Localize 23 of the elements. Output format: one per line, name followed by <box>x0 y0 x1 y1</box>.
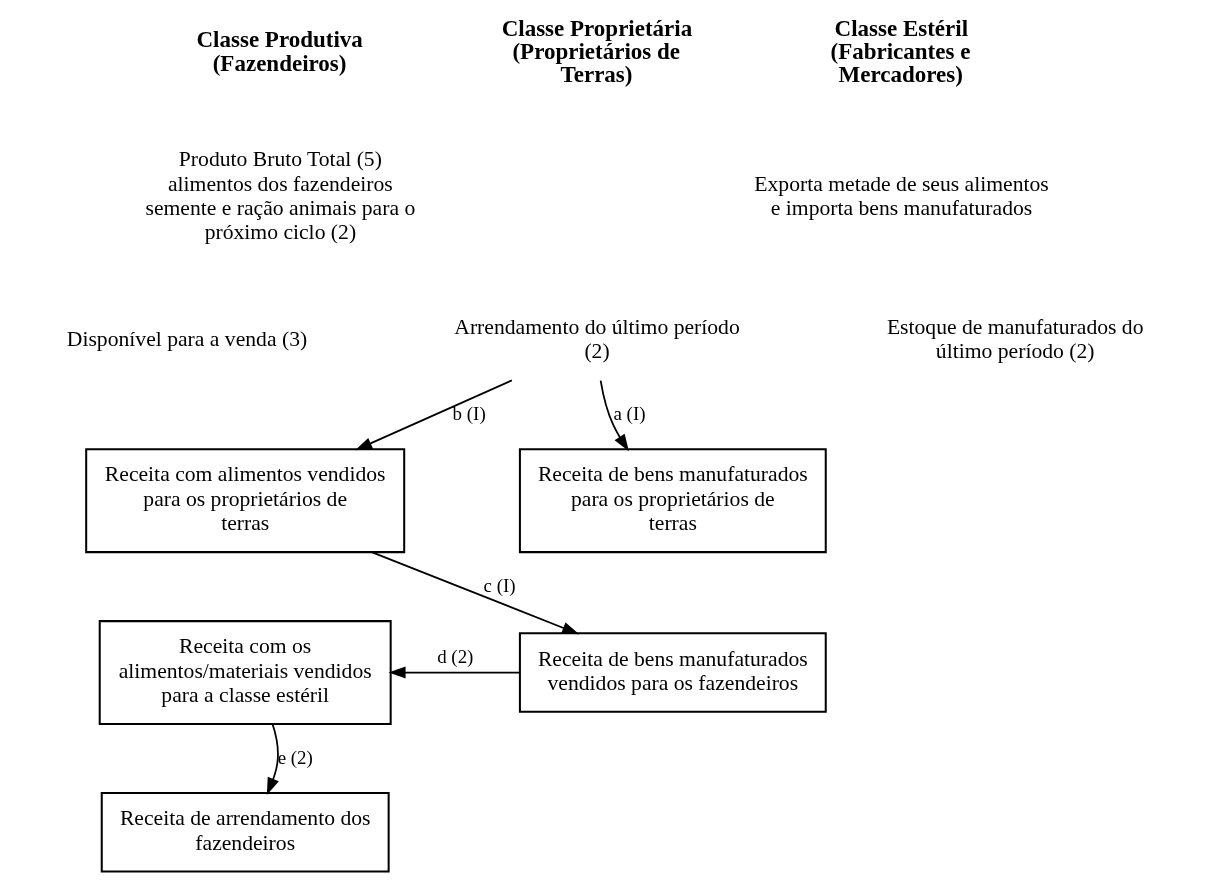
arrow <box>266 723 279 795</box>
edge-label: d (2) <box>437 646 474 668</box>
label: Classe Proprietária (Proprietários de Terras) <box>501 15 693 87</box>
edge-label: a (I) <box>613 402 646 424</box>
node-box: Receita com alimentos vendidos para os proprietários de terras <box>85 448 406 554</box>
label: Classe Produtiva (Fazendeiros) <box>196 27 363 76</box>
node-text: Arrendamento do último período (2) <box>454 314 740 364</box>
label: Disponível para a venda (3) <box>66 327 308 352</box>
node-box: Receita de bens manufaturados vendidos para os fazendeiros <box>518 632 827 713</box>
arrow <box>599 379 629 452</box>
label: Classe Estéril (Fabricantes e Mercadores) <box>830 15 971 87</box>
label: Estoque de manufaturados do último período (2) <box>886 314 1144 364</box>
label: Exporta metade de seus alimentos e importa bens manufaturados <box>754 171 1049 220</box>
edge-label: e (2) <box>277 746 313 768</box>
edge-label: b (I) <box>452 402 486 424</box>
label: Produto Bruto Total (5) alimentos dos fazendeiros semente e ração animais para o próximo ciclo (2) <box>145 147 416 245</box>
arrow <box>355 379 513 451</box>
arrow <box>371 551 580 635</box>
node-box: Receita de arrendamento dos fazendeiros <box>100 792 390 873</box>
arrow <box>388 666 521 679</box>
node-box: Receita com os alimentos/materiais vendidos para a classe estéril <box>98 620 392 725</box>
edge-label: c (I) <box>483 574 516 596</box>
node-box: Receita de bens manufaturados para os proprietários de terras <box>518 448 827 554</box>
